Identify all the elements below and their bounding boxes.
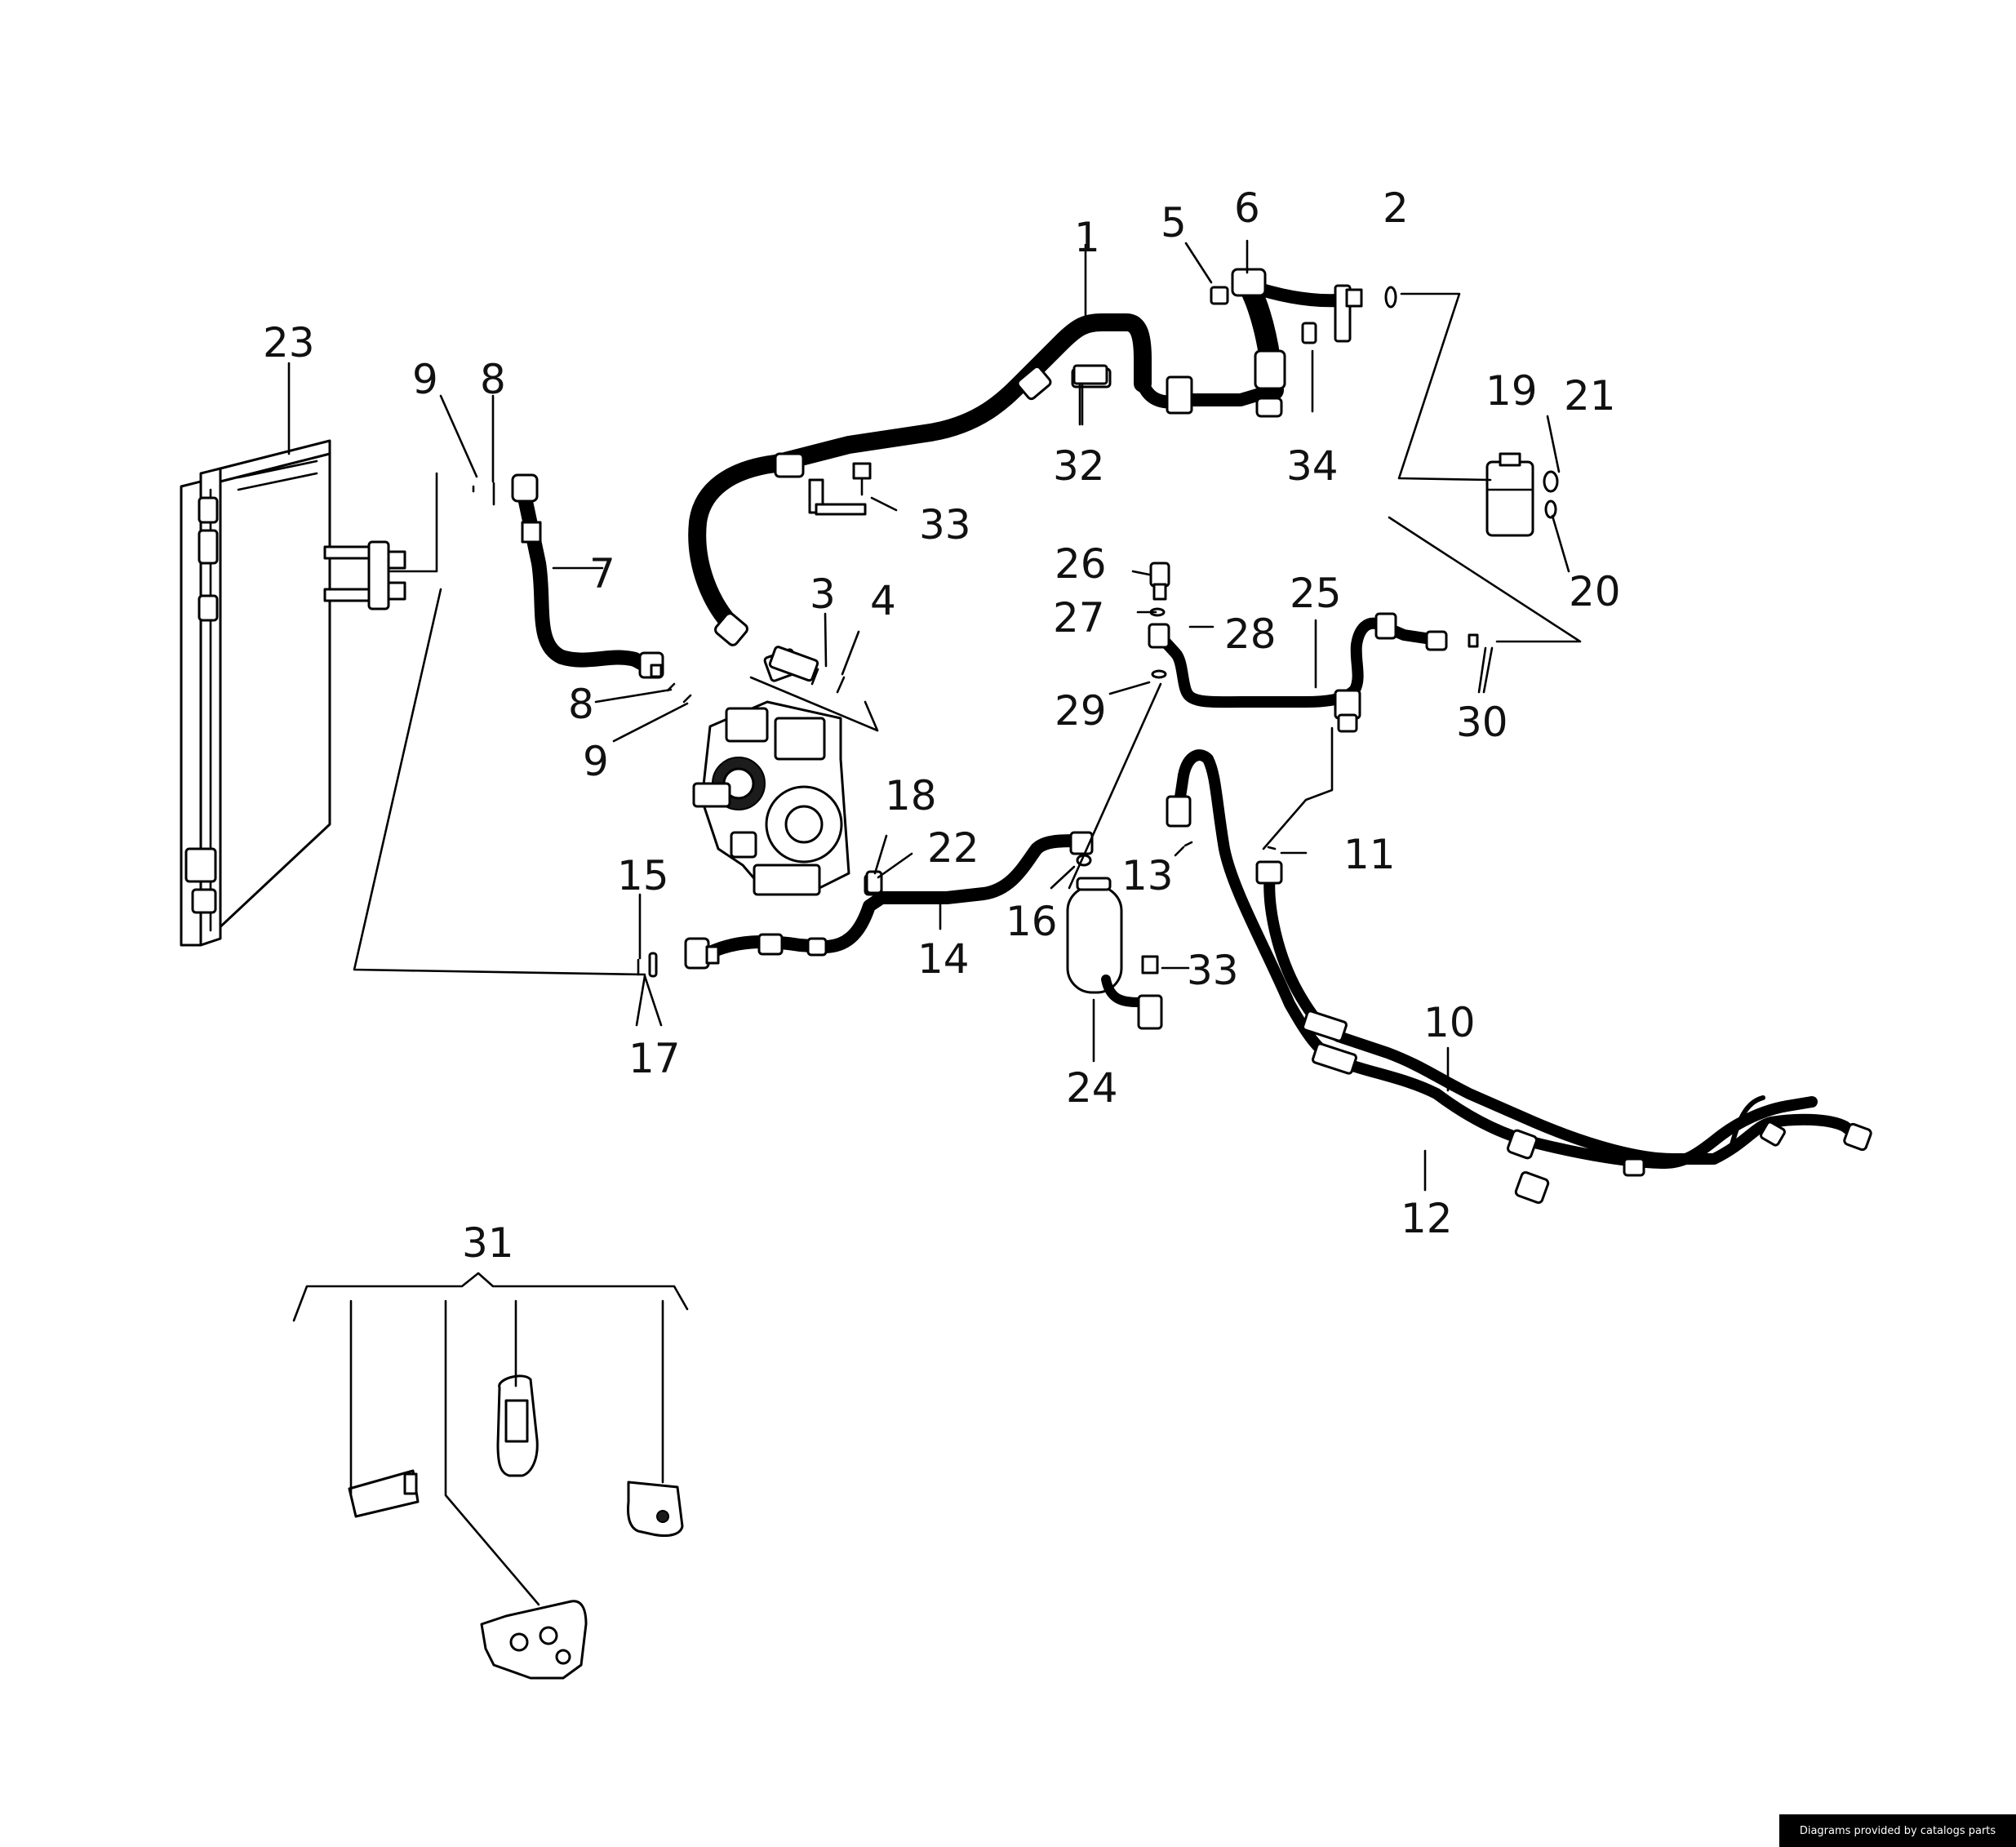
expansion-valve-19[interactable] xyxy=(1485,452,1559,537)
bracket-32[interactable] xyxy=(1072,364,1108,426)
callout-16[interactable]: 16 xyxy=(1006,898,1058,945)
callout-11[interactable]: 11 xyxy=(1343,831,1396,878)
callout-14[interactable]: 14 xyxy=(917,935,970,983)
callout-19[interactable]: 19 xyxy=(1485,367,1538,415)
callout-17[interactable]: 17 xyxy=(628,1035,681,1082)
bolt-33-upper[interactable] xyxy=(852,462,872,496)
callout-15[interactable]: 15 xyxy=(617,852,669,899)
suction-line-1[interactable] xyxy=(688,313,1280,682)
callout-32[interactable]: 32 xyxy=(1053,442,1105,490)
callout-9-upper[interactable]: 9 xyxy=(412,356,438,403)
footer-credit-badge: Diagrams provided by catalogs parts xyxy=(1779,1814,2016,1847)
brackets-31[interactable] xyxy=(348,1374,684,1680)
callout-6[interactable]: 6 xyxy=(1234,184,1260,232)
callout-5[interactable]: 5 xyxy=(1161,199,1187,246)
o-ring-13[interactable] xyxy=(1183,841,1193,847)
callout-27[interactable]: 27 xyxy=(1053,594,1105,642)
callout-34[interactable]: 34 xyxy=(1286,442,1339,490)
line-25[interactable] xyxy=(1148,612,1448,733)
callout-23[interactable]: 23 xyxy=(263,319,315,366)
callout-13[interactable]: 13 xyxy=(1121,852,1174,899)
lines-10-12[interactable] xyxy=(1166,749,1872,1205)
o-ring-11[interactable] xyxy=(1267,846,1277,850)
cap-30[interactable] xyxy=(1468,633,1479,648)
suction-tube-6[interactable] xyxy=(1231,268,1363,418)
callout-18[interactable]: 18 xyxy=(885,772,937,819)
callout-8-upper[interactable]: 8 xyxy=(480,356,506,403)
callout-8-lower[interactable]: 8 xyxy=(568,681,594,728)
callout-30[interactable]: 30 xyxy=(1456,699,1508,746)
callout-31[interactable]: 31 xyxy=(462,1219,514,1267)
footer-credit-text: Diagrams provided by catalogs parts xyxy=(1799,1824,1996,1837)
condenser-23[interactable] xyxy=(180,439,406,947)
receiver-drier-24[interactable] xyxy=(1066,877,1163,1030)
bolt-33-lower[interactable] xyxy=(1141,955,1159,975)
callout-10[interactable]: 10 xyxy=(1423,999,1476,1046)
compressor[interactable] xyxy=(692,646,879,896)
leader-lines xyxy=(287,239,1582,1606)
callout-1[interactable]: 1 xyxy=(1074,214,1100,261)
o-ring-15[interactable] xyxy=(648,952,658,978)
callout-4[interactable]: 4 xyxy=(870,577,896,624)
callout-22[interactable]: 22 xyxy=(927,824,979,872)
callout-33-lower[interactable]: 33 xyxy=(1187,947,1239,994)
callout-21[interactable]: 21 xyxy=(1564,372,1616,420)
callout-labels: 23 9 8 7 1 5 6 2 19 21 20 32 34 33 3 4 8… xyxy=(263,184,1621,1267)
callout-26[interactable]: 26 xyxy=(1055,540,1107,588)
o-ring-29[interactable] xyxy=(1151,669,1167,679)
callout-29[interactable]: 29 xyxy=(1055,687,1107,735)
callout-33-upper[interactable]: 33 xyxy=(919,501,971,548)
callout-25[interactable]: 25 xyxy=(1290,570,1342,617)
callout-7[interactable]: 7 xyxy=(589,550,615,597)
o-ring-2[interactable] xyxy=(1384,286,1397,309)
callout-3[interactable]: 3 xyxy=(810,571,836,618)
callout-20[interactable]: 20 xyxy=(1569,568,1621,615)
pressure-switch-26[interactable] xyxy=(1149,562,1170,601)
callout-2[interactable]: 2 xyxy=(1383,184,1409,232)
discharge-hose-7[interactable] xyxy=(511,473,664,679)
callout-28[interactable]: 28 xyxy=(1224,610,1277,658)
valve-core-34[interactable] xyxy=(1301,322,1317,344)
cap-5[interactable] xyxy=(1210,286,1229,305)
callout-9-lower[interactable]: 9 xyxy=(583,738,609,785)
fitting-18[interactable] xyxy=(865,870,883,895)
callout-12[interactable]: 12 xyxy=(1401,1195,1453,1242)
callout-24[interactable]: 24 xyxy=(1066,1064,1118,1112)
